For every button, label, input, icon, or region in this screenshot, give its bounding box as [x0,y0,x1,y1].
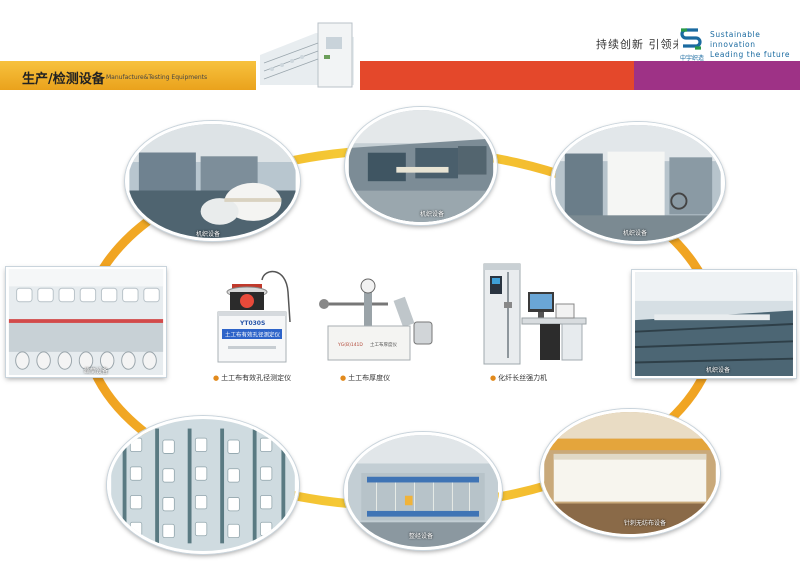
company-logo-icon [678,26,704,52]
tagline-line-2: Leading the future [710,50,791,59]
brand-name-cn: 中宇织造 [679,55,704,62]
photo-winding-left [6,267,166,377]
slogan: 持续创新 引领未来 [596,38,697,51]
thickness-gauge-image: YG(B)141D 土工布厚度仪 [319,278,433,361]
pore-tester-model-label: YT030S [239,320,265,327]
photo-creel-bottom-left [107,416,299,554]
brand-tagline-en: Sustainable innovation Leading the futur… [710,30,800,60]
photo-weaving-right [632,270,796,378]
pore-tester-panel-text: 土工布有效孔径测定仪 [225,331,281,339]
caption-top-center: 机织设备 [420,211,445,218]
bullet-icon: ● [213,374,220,382]
photo-needlepunch-bottom-right [540,409,720,537]
caption-tensile-tester: ●化纤长丝强力机 [490,374,548,382]
caption-pore-size-tester: ●土工布有效孔径测定仪 [213,374,292,382]
section-subtitle: Manufacture&Testing Equipments [106,74,208,81]
photo-weaving-top-left [125,121,300,241]
tagline-line-1: Sustainable innovation [710,30,761,49]
thickness-gauge-model-label: YG(B)141D [337,342,363,348]
caption-left: 络筒设备 [84,368,109,375]
caption-right: 机织设备 [706,367,731,374]
pore-size-tester-image: YT030S 土工布有效孔径测定仪 [217,270,291,363]
photo-warping-bottom-center [344,432,502,550]
title-band-purple [634,61,800,90]
title-band-red [360,61,634,90]
caption-bottom-center: 整经设备 [409,533,434,540]
thickness-gauge-panel-text: 土工布厚度仪 [370,341,397,348]
page-header: 持续创新 引领未来 中宇织造 Sustainable innovation Le… [0,0,800,91]
section-title: 生产/检测设备 [22,72,105,87]
caption-thickness-gauge: ●土工布厚度仪 [340,374,391,382]
caption-top-left: 机织设备 [196,231,221,238]
bullet-icon: ● [490,374,497,382]
photo-weaving-top-center [345,107,497,225]
caption-bottom-right: 针刺无纺布设备 [624,520,667,527]
photo-weaving-top-right [551,122,725,244]
bullet-icon: ● [340,374,347,382]
header-machine-image [256,15,360,91]
tensile-tester-image [483,263,587,365]
caption-top-right: 机织设备 [623,230,648,237]
